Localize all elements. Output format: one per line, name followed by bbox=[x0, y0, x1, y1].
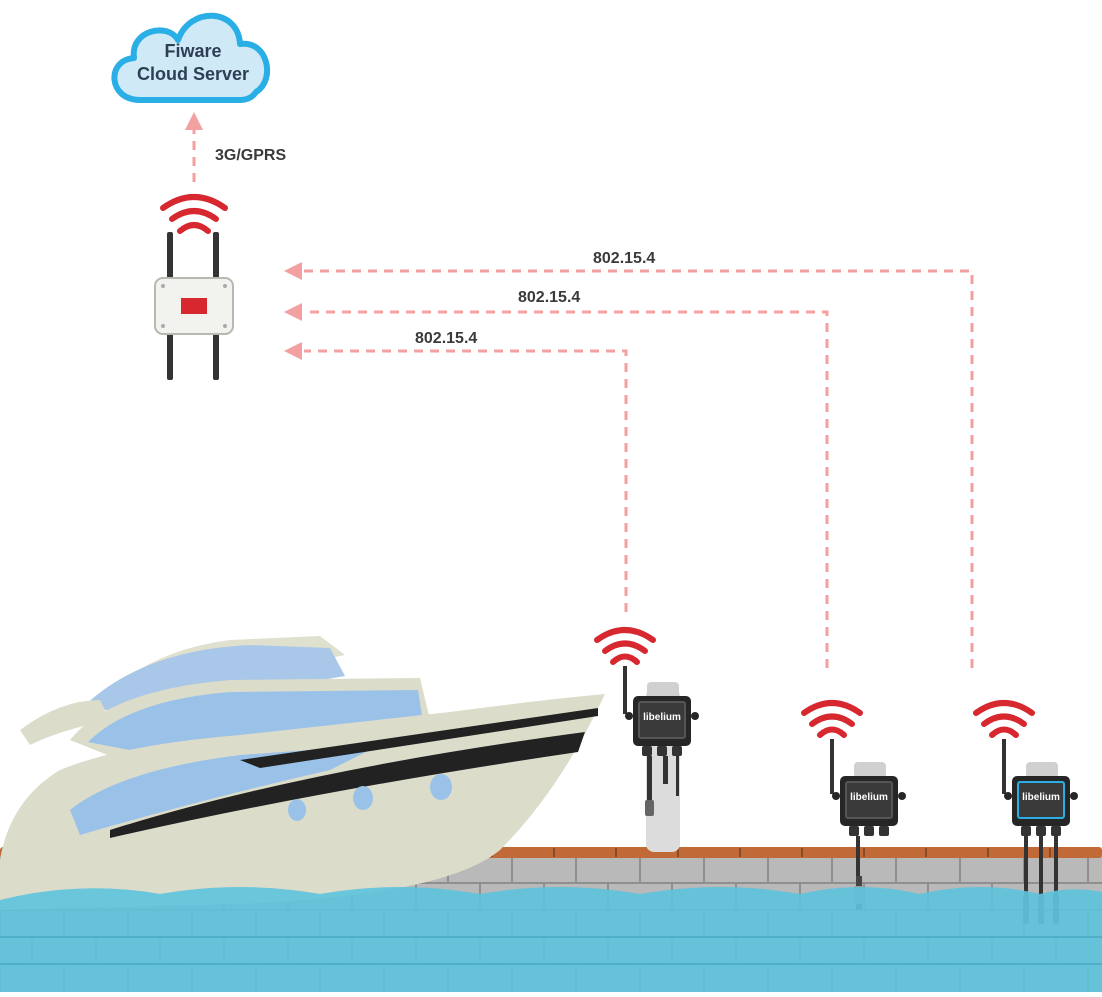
cloud-title-line1: Fiware bbox=[164, 41, 222, 61]
link-label-1: 802.15.4 bbox=[415, 330, 477, 347]
gateway-signal-icon bbox=[160, 194, 228, 234]
boat bbox=[0, 636, 605, 910]
sensor-2-brand: libelium bbox=[850, 792, 888, 803]
link-label-3: 802.15.4 bbox=[593, 250, 655, 267]
sensor-1-signal-icon bbox=[594, 627, 656, 665]
link-arrow-1 bbox=[304, 349, 628, 612]
sensor-3-signal-icon bbox=[973, 700, 1035, 738]
link-arrowhead-1 bbox=[284, 342, 302, 360]
cloud-title-line2: Cloud Server bbox=[136, 64, 250, 84]
uplink-label: 3G/GPRS bbox=[215, 147, 286, 164]
link-arrowhead-3 bbox=[284, 262, 302, 280]
link-arrow-3 bbox=[304, 269, 974, 668]
sensor-node-2: libelium bbox=[801, 700, 906, 910]
cloud-icon bbox=[111, 12, 271, 103]
link-label-2: 802.15.4 bbox=[518, 289, 580, 306]
link-arrow-2 bbox=[304, 310, 829, 668]
gateway-device bbox=[154, 232, 234, 380]
sensor-1-brand: libelium bbox=[643, 712, 681, 723]
link-arrowhead-2 bbox=[284, 303, 302, 321]
uplink-arrow bbox=[185, 112, 203, 182]
water bbox=[0, 887, 1102, 992]
sensor-3-brand: libelium bbox=[1022, 792, 1060, 803]
sensor-2-signal-icon bbox=[801, 700, 863, 738]
sensor-node-1: libelium bbox=[594, 627, 699, 816]
